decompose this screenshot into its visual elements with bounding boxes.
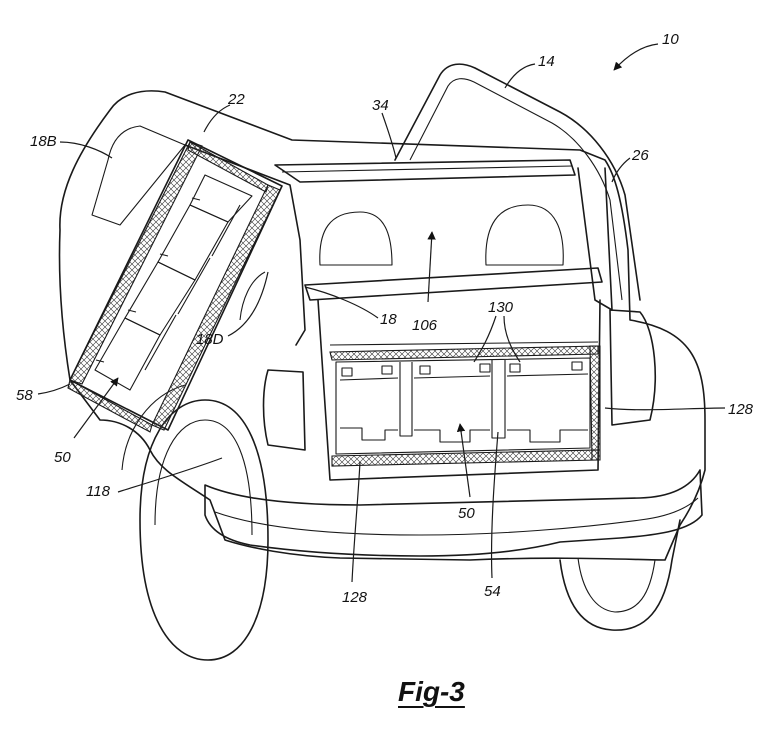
- ref-label-58: 58: [16, 387, 33, 404]
- ref-label-10: 10: [662, 31, 679, 48]
- ref-label-14: 14: [538, 53, 555, 70]
- ref-label-54: 54: [484, 583, 501, 600]
- open-door-18: [67, 139, 283, 433]
- reference-numerals: 10 14 18B 22 26 34 18 18D 106 130 128 58…: [16, 31, 754, 606]
- ref-label-22: 22: [227, 91, 245, 108]
- ref-label-18d: 18D: [196, 331, 224, 348]
- vehicle-body: [58, 63, 706, 661]
- ref-label-128-right: 128: [728, 401, 754, 418]
- ref-label-50-left: 50: [54, 449, 71, 466]
- ref-label-130: 130: [488, 299, 514, 316]
- tailgate-storage-panel: [329, 345, 601, 467]
- ref-label-128-bottom: 128: [342, 589, 368, 606]
- figure-caption-text: Fig-3: [398, 676, 465, 707]
- ref-label-34: 34: [372, 97, 389, 114]
- figure-caption: Fig-3: [398, 676, 508, 716]
- ref-label-50-center: 50: [458, 505, 475, 522]
- ref-label-18b: 18B: [30, 133, 57, 150]
- ref-label-118: 118: [86, 483, 111, 500]
- leader-lines: [37, 43, 726, 583]
- ref-label-18: 18: [380, 311, 397, 328]
- ref-label-26: 26: [631, 147, 649, 164]
- ref-label-106: 106: [412, 317, 438, 334]
